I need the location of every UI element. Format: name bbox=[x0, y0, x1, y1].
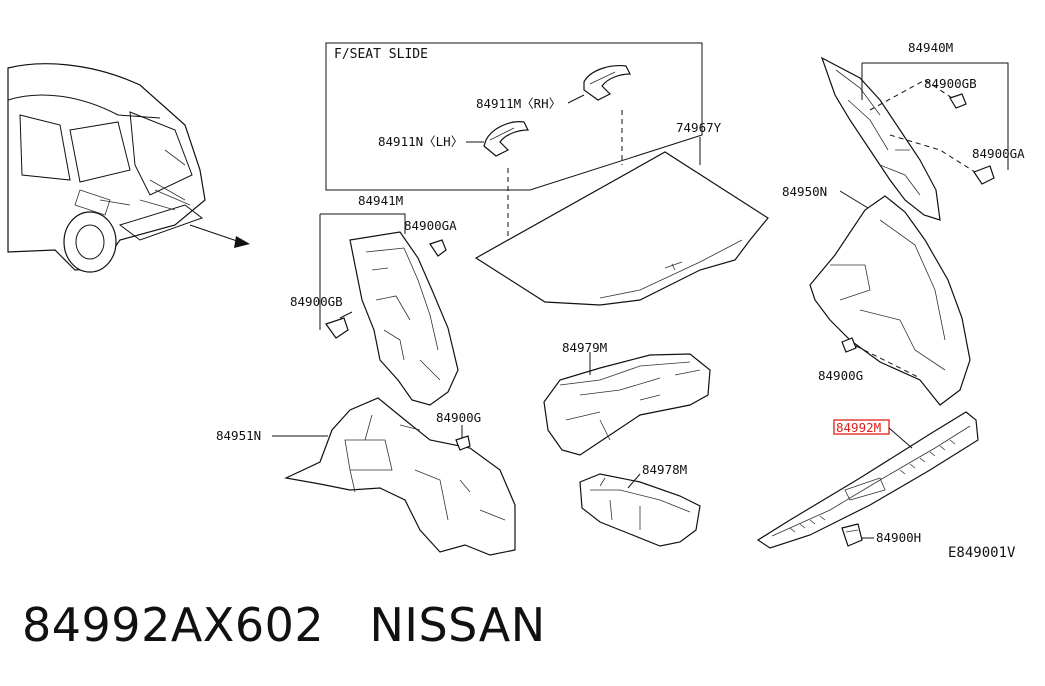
label-84979m: 84979M bbox=[562, 340, 607, 355]
trim-84950n: 84950N 84900G bbox=[782, 184, 971, 406]
label-74967y: 74967Y bbox=[676, 120, 722, 135]
label-84992m: 84992M bbox=[836, 420, 881, 435]
diagram-code: E849001V bbox=[948, 545, 1016, 561]
label-84900g-mid: 84900G bbox=[436, 410, 481, 425]
label-84900gb-left: 84900GB bbox=[290, 294, 343, 309]
clip-84900gb-right bbox=[949, 93, 967, 109]
trim-84951n: 84951N 84900G bbox=[216, 397, 516, 556]
trim-84940m: 84940M 84900GB 84900GA bbox=[820, 40, 1025, 221]
label-84940m: 84940M bbox=[908, 40, 953, 55]
label-84950n: 84950N bbox=[782, 184, 827, 199]
clip-84900gb-left bbox=[325, 317, 349, 339]
handle-84911m bbox=[583, 65, 631, 101]
caption: 84992AX602 NISSAN bbox=[22, 598, 546, 652]
clip-84900h: 84900H bbox=[841, 523, 921, 547]
label-84900ga-right: 84900GA bbox=[972, 146, 1025, 161]
handle-84911n bbox=[483, 121, 529, 157]
label-84900gb-right: 84900GB bbox=[924, 76, 977, 91]
seat-slide-box: F/SEAT SLIDE 84911M〈RH〉 84911N〈LH〉 bbox=[325, 42, 703, 240]
label-84900g-right: 84900G bbox=[818, 368, 863, 383]
label-84911n: 84911N〈LH〉 bbox=[378, 134, 463, 149]
clip-84900ga-left bbox=[429, 239, 447, 257]
vehicle-sketch bbox=[7, 63, 250, 273]
caption-part-number: 84992AX602 bbox=[22, 598, 325, 652]
label-84951n: 84951N bbox=[216, 428, 261, 443]
clip-84900ga-right bbox=[973, 165, 995, 185]
label-84900ga-left: 84900GA bbox=[404, 218, 457, 233]
floor-mat-74967y: 74967Y bbox=[474, 120, 769, 306]
label-84941m: 84941M bbox=[358, 193, 403, 208]
highlight-box bbox=[833, 419, 890, 435]
finisher-84992m: 84992M bbox=[756, 411, 979, 549]
label-84978m: 84978M bbox=[642, 462, 687, 477]
trim-84941m: 84941M 84900GA 84900GB bbox=[290, 193, 459, 406]
label-84900h: 84900H bbox=[876, 530, 921, 545]
tray-84979m: 84979M bbox=[543, 340, 711, 456]
clip-84900g-right bbox=[841, 337, 857, 353]
label-84911m: 84911M〈RH〉 bbox=[476, 96, 561, 111]
caption-brand: NISSAN bbox=[369, 598, 546, 652]
clip-84900g-mid bbox=[455, 435, 471, 451]
tray-84978m: 84978M bbox=[579, 462, 701, 547]
seat-slide-box-title: F/SEAT SLIDE bbox=[334, 47, 428, 62]
